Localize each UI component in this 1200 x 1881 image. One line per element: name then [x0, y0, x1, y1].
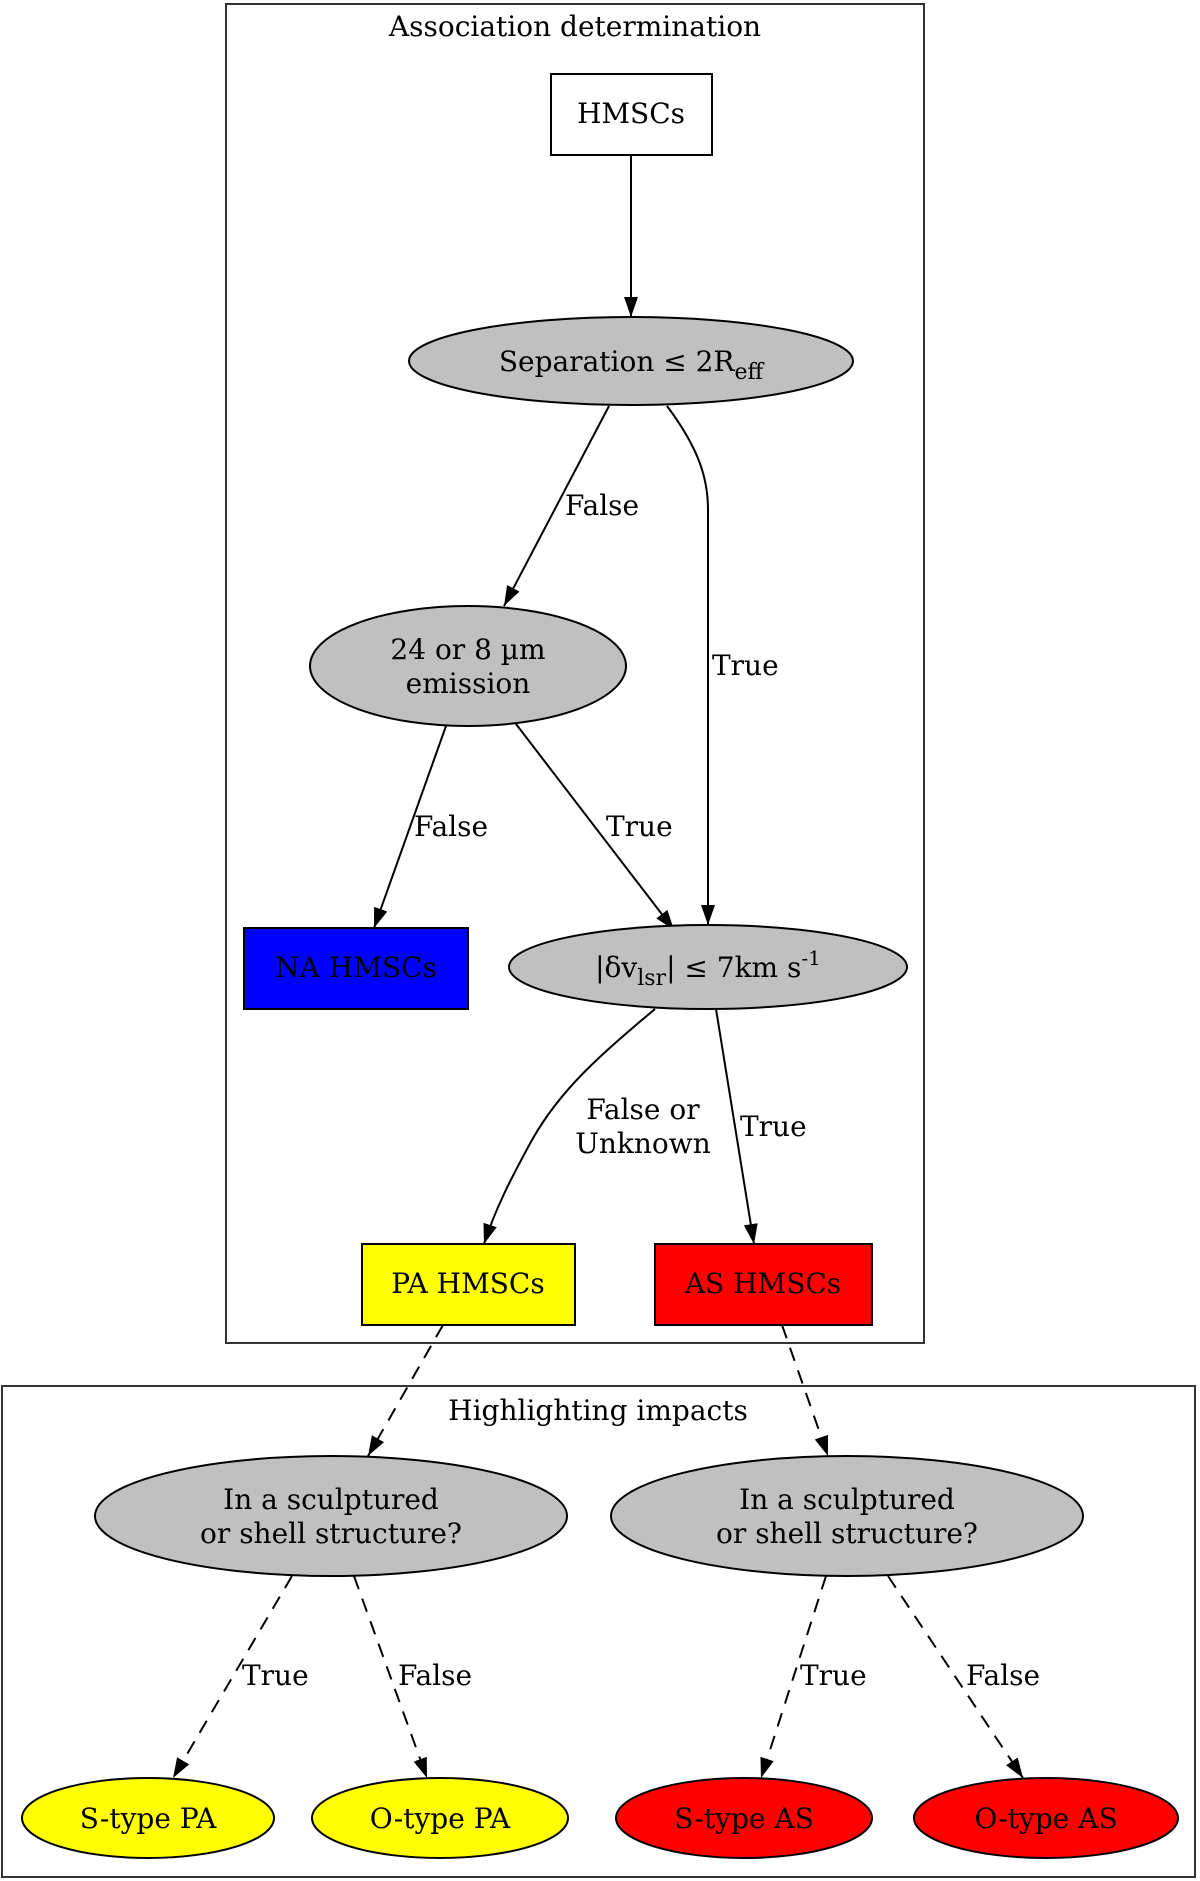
node-s-type-pa[interactable]: S-type PA — [21, 1777, 275, 1859]
edge-as-structure-to-o-type-as — [887, 1575, 1024, 1779]
node-pa-hmscs[interactable]: PA HMSCs — [361, 1243, 576, 1326]
edge-emission-to-velocity — [515, 723, 675, 931]
edge-velocity-to-as — [715, 1008, 758, 1245]
node-o-type-as-shape — [913, 1777, 1179, 1859]
node-na-hmscs-label: NA HMSCs — [275, 951, 437, 984]
node-pa-structure-line1: In a sculptured — [223, 1483, 439, 1516]
node-pa-structure-line2: or shell structure? — [200, 1517, 462, 1550]
node-velocity[interactable]: |δvlsr| ≤ 7km s-1 — [508, 924, 908, 1010]
node-pa-hmscs-shape — [361, 1243, 576, 1326]
node-na-hmscs[interactable]: NA HMSCs — [243, 927, 469, 1010]
node-as-structure-shape — [610, 1455, 1084, 1577]
node-velocity-label: |δvlsr| ≤ 7km s-1 — [595, 946, 821, 991]
node-as-structure-line1: In a sculptured — [739, 1483, 955, 1516]
cluster-association-border — [225, 3, 925, 1344]
node-velocity-part1: |δv — [595, 951, 637, 984]
edges — [172, 155, 1024, 1779]
node-o-type-as[interactable]: O-type AS — [913, 1777, 1179, 1859]
edge-velocity-to-pa — [483, 1008, 656, 1245]
node-separation-shape — [408, 316, 854, 406]
edge-as-to-as-structure — [781, 1324, 829, 1457]
edge-labels: False True False True False or Unknown T… — [242, 489, 1040, 1692]
edge-label-velocity-true: True — [740, 1110, 807, 1143]
node-s-type-as-shape — [615, 1777, 873, 1859]
node-emission-line2: emission — [406, 667, 531, 700]
node-s-type-pa-shape — [21, 1777, 275, 1859]
cluster-impacts-border — [1, 1385, 1196, 1878]
edge-emission-to-na — [373, 725, 447, 929]
edge-pa-to-pa-structure — [367, 1324, 444, 1457]
edge-label-velocity-false-line1: False or — [586, 1093, 700, 1126]
node-pa-structure-shape — [94, 1455, 568, 1577]
node-separation[interactable]: Separation ≤ 2Reff — [408, 316, 854, 406]
edge-label-emission-true: True — [606, 810, 673, 843]
node-as-hmscs[interactable]: AS HMSCs — [654, 1243, 873, 1326]
node-o-type-as-label: O-type AS — [974, 1802, 1117, 1835]
node-as-structure-line2: or shell structure? — [716, 1517, 978, 1550]
edge-label-velocity-false-line2: Unknown — [575, 1127, 711, 1160]
node-pa-hmscs-label: PA HMSCs — [391, 1267, 544, 1300]
cluster-association-determination: Association determination — [225, 3, 925, 1344]
node-separation-label-main: Separation ≤ 2R — [499, 345, 736, 378]
node-emission-line1: 24 or 8 µm — [390, 633, 545, 666]
edge-label-separation-true: True — [712, 649, 779, 682]
edge-label-pa-structure-false: False — [398, 1659, 472, 1692]
node-velocity-sub: lsr — [637, 966, 666, 991]
edge-label-emission-false: False — [414, 810, 488, 843]
node-pa-structure[interactable]: In a sculptured or shell structure? — [94, 1455, 568, 1577]
edge-label-as-structure-false: False — [966, 1659, 1040, 1692]
edge-pa-structure-to-s-type-pa — [172, 1575, 293, 1779]
node-as-hmscs-shape — [654, 1243, 873, 1326]
node-velocity-part2: | ≤ 7km s — [666, 951, 801, 984]
edge-label-as-structure-true: True — [800, 1659, 867, 1692]
node-o-type-pa[interactable]: O-type PA — [311, 1777, 569, 1859]
node-o-type-pa-shape — [311, 1777, 569, 1859]
edge-separation-to-velocity — [666, 405, 715, 925]
node-velocity-sup: -1 — [801, 946, 820, 970]
node-hmscs-label: HMSCs — [577, 97, 685, 130]
node-as-structure[interactable]: In a sculptured or shell structure? — [610, 1455, 1084, 1577]
edge-as-structure-to-s-type-as — [760, 1575, 827, 1779]
node-s-type-pa-label: S-type PA — [80, 1802, 217, 1835]
node-as-hmscs-label: AS HMSCs — [684, 1267, 841, 1300]
node-emission[interactable]: 24 or 8 µm emission — [309, 605, 627, 727]
edge-pa-structure-to-o-type-pa — [353, 1575, 428, 1779]
node-na-hmscs-shape — [243, 927, 469, 1010]
edge-separation-to-emission — [503, 405, 610, 607]
node-s-type-as[interactable]: S-type AS — [615, 1777, 873, 1859]
cluster-impacts-title: Highlighting impacts — [448, 1394, 748, 1427]
cluster-highlighting-impacts: Highlighting impacts — [1, 1385, 1196, 1878]
edge-label-separation-false: False — [565, 489, 639, 522]
node-separation-label-sub: eff — [735, 360, 765, 385]
node-hmscs-shape — [550, 73, 713, 156]
node-o-type-pa-label: O-type PA — [370, 1802, 511, 1835]
node-s-type-as-label: S-type AS — [674, 1802, 814, 1835]
node-separation-label: Separation ≤ 2Reff — [499, 345, 765, 385]
cluster-association-title: Association determination — [388, 10, 761, 43]
node-velocity-shape — [508, 924, 908, 1010]
node-hmscs[interactable]: HMSCs — [550, 73, 713, 156]
node-emission-shape — [309, 605, 627, 727]
edge-label-pa-structure-true: True — [242, 1659, 309, 1692]
